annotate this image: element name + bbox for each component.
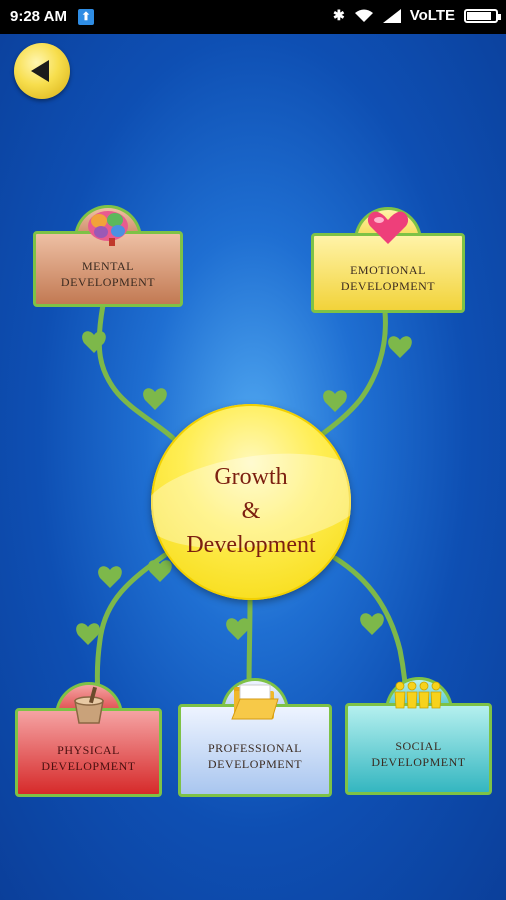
- card-label-line1: PHYSICAL: [57, 742, 120, 757]
- center-title: Growth & Development: [151, 460, 351, 562]
- mental-development-card[interactable]: MENTAL DEVELOPMENT: [33, 205, 183, 307]
- card-label-line1: PROFESSIONAL: [207, 740, 303, 755]
- battery-icon: [464, 8, 501, 23]
- card-label-line2: DEVELOPMENT: [60, 275, 156, 289]
- status-time: 9:28 AM: [10, 8, 67, 25]
- card-label-line1: EMOTIONAL: [350, 263, 426, 277]
- physical-development-card[interactable]: PHYSICAL DEVELOPMENT: [15, 682, 162, 797]
- heart-icon: [366, 210, 410, 251]
- card-label-line2: DEVELOPMENT: [41, 758, 136, 773]
- card-label-line1: MENTAL: [81, 259, 135, 273]
- emotional-development-card[interactable]: EMOTIONAL DEVELOPMENT: [311, 207, 465, 313]
- back-arrow-icon: [31, 60, 49, 82]
- card-label-line2: DEVELOPMENT: [207, 756, 303, 771]
- upload-notification-icon: ⬆: [78, 9, 94, 25]
- signal-icon: [382, 8, 401, 23]
- bucket-icon: [67, 685, 111, 730]
- network-type: VoLTE: [409, 7, 455, 24]
- status-icons: ✱ VoLTE: [332, 7, 501, 24]
- center-title-line2: &: [241, 498, 261, 524]
- back-button[interactable]: [14, 43, 70, 99]
- card-label-line2: DEVELOPMENT: [340, 279, 436, 293]
- social-development-card[interactable]: SOCIAL DEVELOPMENT: [345, 677, 492, 795]
- status-bar: 9:28 AM ⬆ ✱ VoLTE: [0, 0, 506, 34]
- brain-icon: [85, 208, 131, 251]
- wifi-icon: [354, 9, 374, 23]
- growth-development-circle: Growth & Development: [151, 404, 351, 600]
- card-label-line1: SOCIAL: [395, 739, 442, 753]
- professional-development-card[interactable]: PROFESSIONAL DEVELOPMENT: [178, 678, 332, 797]
- center-title-line1: Growth: [214, 464, 288, 490]
- people-icon: [394, 680, 444, 715]
- folder-icon: [230, 681, 280, 728]
- bluetooth-icon: ✱: [332, 7, 345, 23]
- center-title-line3: Development: [186, 532, 316, 558]
- card-label-line2: DEVELOPMENT: [371, 755, 466, 769]
